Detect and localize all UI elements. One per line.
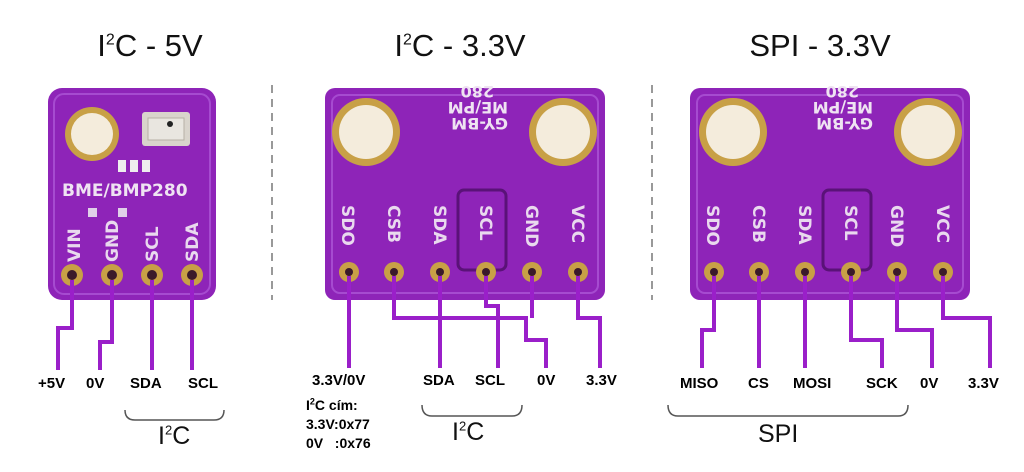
wire-label-0v: 0V (920, 375, 939, 392)
wire-label-mosi: MOSI (793, 375, 832, 392)
title-i2c-5v: I2C - 5V (97, 28, 203, 63)
board-label: ME/PM (813, 98, 873, 117)
wire-label-0v: 0V (86, 375, 105, 392)
wire-label-cs: CS (748, 375, 769, 392)
pin-pads (704, 262, 953, 282)
wire-label-miso: MISO (680, 375, 719, 392)
wire-label-scl: SCL (188, 375, 218, 392)
gy-bme280-board-spi: GY-BM ME/PM 280 SDO CSB SDA SCL GND VCC (690, 82, 992, 368)
pin-label-gnd: GND (103, 220, 123, 262)
pin-label-csb: CSB (748, 205, 768, 243)
gy-bme280-board-i2c: GY-BM ME/PM 280 SDO CSB SDA SCL GND VCC (325, 82, 605, 368)
bme280-board: BME/BMP280 VIN GND SCL SDA (48, 88, 216, 370)
pin-label-sdo: SDO (337, 205, 357, 246)
wire-label-scl: SCL (475, 372, 505, 389)
board-label: 280 (826, 82, 859, 101)
pin-label-sda: SDA (794, 205, 814, 245)
pin-label-scl: SCL (475, 205, 495, 241)
wires (700, 276, 992, 368)
group-label-i2c: I2C (158, 422, 191, 450)
wire-label-sck: SCK (866, 375, 898, 392)
pin-label-scl: SCL (143, 226, 163, 262)
board-label: 280 (461, 82, 494, 101)
pin-label-vcc: VCC (567, 205, 587, 243)
board-label: ME/PM (448, 98, 508, 117)
pin-pads (339, 262, 588, 282)
wire-label-3v3: 3.3V (586, 372, 617, 389)
wire-label-sdo-level: 3.3V/0V (312, 372, 366, 389)
bracket-spi (667, 404, 909, 417)
wires (56, 280, 194, 370)
board-label: GY-BM (451, 114, 508, 133)
pin-label-gnd: GND (521, 205, 541, 247)
board-label: BME/BMP280 (62, 181, 188, 201)
pin-label-gnd: GND (886, 205, 906, 247)
pin-label-csb: CSB (383, 205, 403, 243)
bracket-i2c (421, 404, 523, 417)
pin-pads (61, 264, 203, 286)
wires (347, 276, 602, 368)
pin-label-sda: SDA (183, 222, 203, 262)
wire-label-0v: 0V (537, 372, 556, 389)
title-spi-3v3: SPI - 3.3V (749, 28, 891, 63)
board-label: GY-BM (816, 114, 873, 133)
pin-label-sda: SDA (429, 205, 449, 245)
title-i2c-3v3: I2C - 3.3V (394, 28, 526, 63)
group-label-spi: SPI (758, 420, 799, 448)
pin-label-vin: VIN (65, 228, 85, 262)
bracket-i2c (124, 409, 225, 421)
pin-label-sdo: SDO (702, 205, 722, 246)
group-label-i2c: I2C (452, 418, 485, 446)
wire-label-sda: SDA (423, 372, 455, 389)
wire-label-3v3: 3.3V (968, 375, 999, 392)
wire-label-sda: SDA (130, 375, 162, 392)
wire-label-5v: +5V (38, 375, 66, 392)
pin-label-scl: SCL (840, 205, 860, 241)
pin-label-vcc: VCC (932, 205, 952, 243)
